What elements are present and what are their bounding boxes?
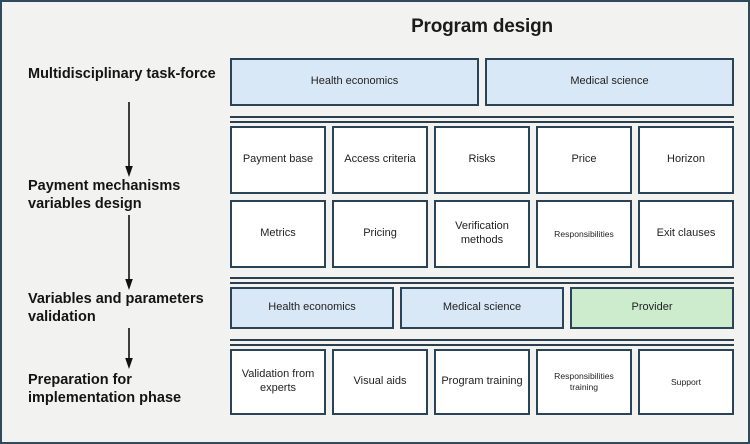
divider-2 <box>230 121 734 123</box>
box-risks[interactable]: Risks <box>434 126 530 194</box>
section-preparation: Validation from experts Visual aids Prog… <box>230 349 734 415</box>
box-visual-aids[interactable]: Visual aids <box>332 349 428 415</box>
box-responsibilities[interactable]: Responsibilities <box>536 200 632 268</box>
flow-arrow-3 <box>125 328 133 369</box>
divider-4 <box>230 282 734 284</box>
phase-label-preparation: Preparation for implementation phase <box>28 372 182 407</box>
box-health-economics[interactable]: Health economics <box>230 58 479 106</box>
phase-label-variables-design: Payment mechanisms variables design <box>28 178 181 213</box>
phase-label-validation: Variables and parameters validation <box>28 291 204 326</box>
section-taskforce: Health economics Medical science <box>230 58 734 106</box>
box-metrics[interactable]: Metrics <box>230 200 326 268</box>
divider-5 <box>230 339 734 341</box>
box-pricing[interactable]: Pricing <box>332 200 428 268</box>
divider-1 <box>230 116 734 118</box>
phase-label-taskforce: Multidisciplinary task-force <box>28 66 216 82</box>
flow-arrow-1 <box>125 102 133 177</box>
divider-6 <box>230 344 734 346</box>
phase-column: Multidisciplinary task-force Payment mec… <box>2 2 224 442</box>
divider-3 <box>230 277 734 279</box>
page-title: Program design <box>411 16 553 37</box>
box-validation-medical-science[interactable]: Medical science <box>400 287 564 329</box>
box-validation-provider[interactable]: Provider <box>570 287 734 329</box>
box-medical-science[interactable]: Medical science <box>485 58 734 106</box>
box-access-criteria[interactable]: Access criteria <box>332 126 428 194</box>
box-verification-methods[interactable]: Verification methods <box>434 200 530 268</box>
box-exit-clauses[interactable]: Exit clauses <box>638 200 734 268</box>
box-price[interactable]: Price <box>536 126 632 194</box>
section-variables-row-1: Payment base Access criteria Risks Price… <box>230 126 734 194</box>
box-validation-from-experts[interactable]: Validation from experts <box>230 349 326 415</box>
flow-arrow-2 <box>125 215 133 290</box>
box-responsibilities-training[interactable]: Responsibilities training <box>536 349 632 415</box>
box-validation-health-economics[interactable]: Health economics <box>230 287 394 329</box>
section-validation: Health economics Medical science Provide… <box>230 287 734 329</box>
section-variables-row-2: Metrics Pricing Verification methods Res… <box>230 200 734 268</box>
content-panel: Health economics Medical science Payment… <box>227 54 737 428</box>
box-support[interactable]: Support <box>638 349 734 415</box>
box-horizon[interactable]: Horizon <box>638 126 734 194</box>
box-program-training[interactable]: Program training <box>434 349 530 415</box>
box-payment-base[interactable]: Payment base <box>230 126 326 194</box>
